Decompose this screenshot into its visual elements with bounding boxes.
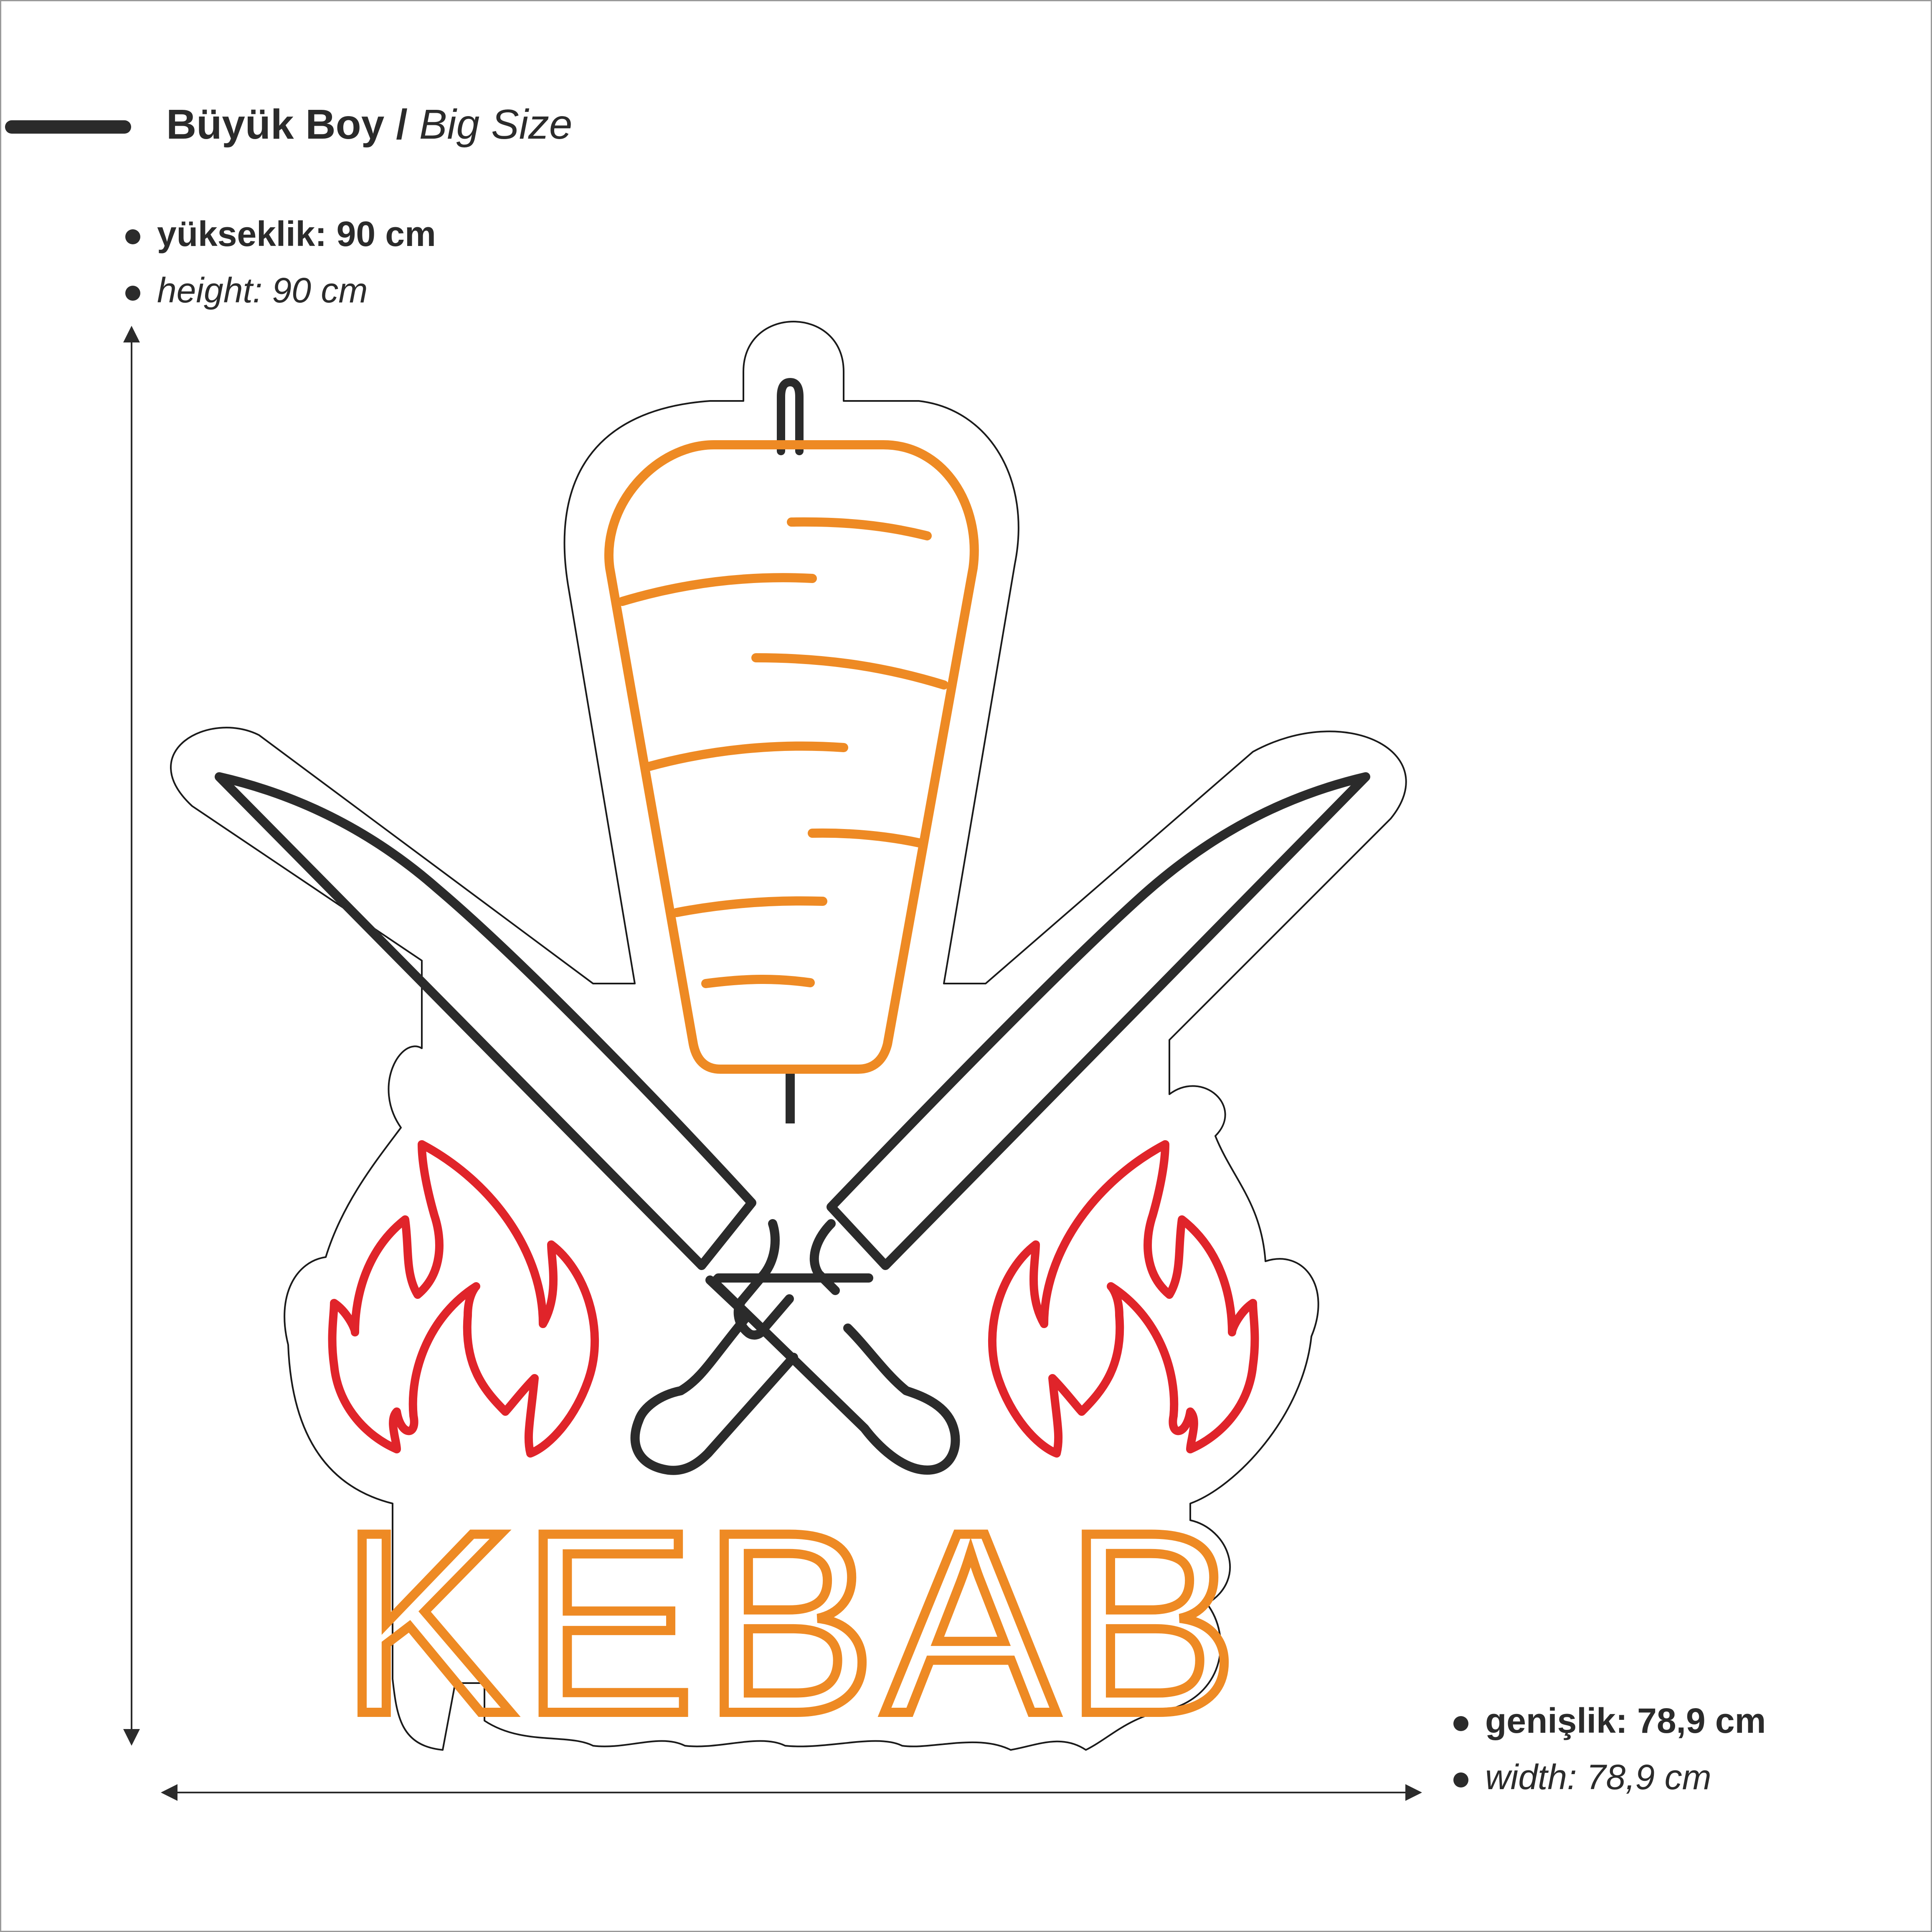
- bullet-icon: [125, 285, 140, 301]
- size-title-en: Big Size: [419, 101, 573, 148]
- size-title: Büyük Boy / Big Size: [166, 99, 573, 150]
- acrylic-outline: [170, 321, 1407, 1751]
- bullet-icon: [1453, 1716, 1468, 1731]
- doner-spit-icon: [777, 378, 804, 455]
- crossed-knives-icon: [215, 772, 1370, 1475]
- height-spec-en: height: 90 cm: [125, 269, 368, 312]
- width-spec-en: width: 78,9 cm: [1453, 1756, 1711, 1798]
- bullet-icon: [125, 229, 140, 244]
- width-spec-tr: genişlik: 78,9 cm: [1453, 1700, 1766, 1742]
- title-accent-bar: [5, 120, 131, 134]
- kebab-sign-text: KEBAB: [341, 1478, 1246, 1767]
- doner-icon: [604, 440, 979, 1074]
- flame-icon: [328, 1140, 599, 1458]
- size-title-tr: Büyük Boy /: [166, 101, 408, 148]
- flame-icon: [988, 1140, 1259, 1458]
- bullet-icon: [1453, 1772, 1468, 1787]
- height-spec-tr: yükseklik: 90 cm: [125, 213, 436, 255]
